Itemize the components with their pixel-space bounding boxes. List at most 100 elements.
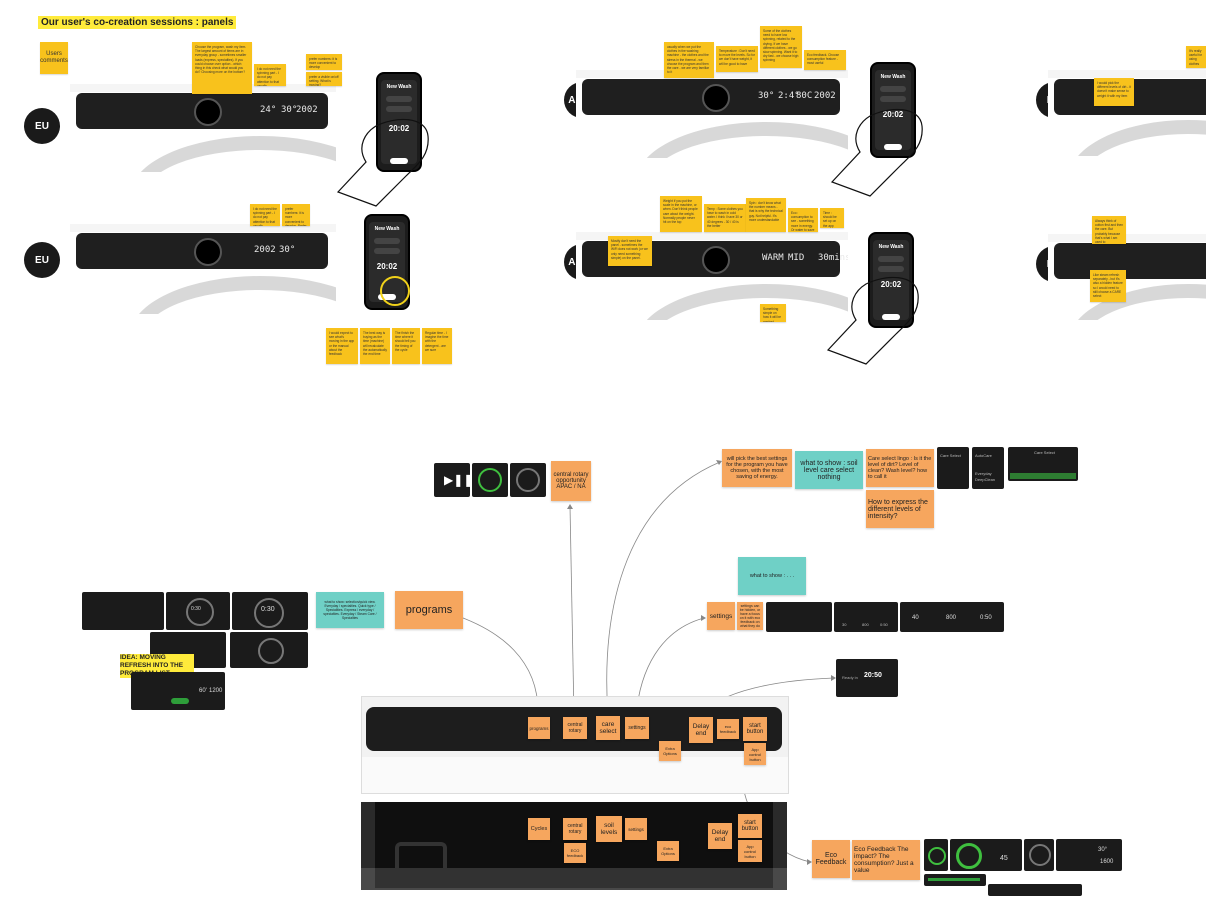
settings-tile-2: 30 800 0:50: [834, 602, 898, 632]
programs-note: programs: [395, 591, 463, 629]
apac-note-7: Temp : Some clothes you have to wash in …: [704, 204, 746, 232]
eu-phone-note-4: Regular time - I imagine the time with t…: [422, 328, 452, 364]
phone-title-2: New Wash: [374, 226, 400, 232]
programs-tile-1: [82, 592, 164, 630]
apac-note-6: Weight if you put the scale in the machi…: [660, 196, 702, 232]
apac2-temp-readout: WARM: [762, 253, 784, 263]
region-badge-eu-2: EU: [24, 242, 60, 278]
panel2-settings: settings: [625, 818, 647, 840]
phone-title-4: New Wash: [878, 244, 904, 250]
eu-note-3: prefer numbers: it is more convenient to…: [306, 54, 342, 70]
play-pause-tile: ▶❚❚: [434, 463, 470, 497]
eco2-value: 45: [1000, 855, 1008, 862]
panel2-eco-feedback: ECO feedback: [564, 843, 586, 863]
central-rotary-note: central rotary opportunity APAC / NA: [551, 461, 591, 501]
autocare-tile: AutoCare Everyday DeepClean: [972, 447, 1004, 489]
panel1-care-select: care select: [596, 716, 620, 740]
eu1-time-readout: 2002: [296, 105, 318, 115]
panel2-soil-levels: soil levels: [596, 816, 622, 842]
eco-tile-4: 30° 1600: [1056, 839, 1122, 871]
settings-detail-note: settings can be hidden, or have a focus …: [737, 602, 763, 630]
eu-note-1: Choose the program, wash my item. The la…: [192, 42, 252, 94]
apac-note-10: Time : should be set up on the app: [820, 208, 844, 228]
ready-in-tile: Ready in 20:50: [836, 659, 898, 697]
care-selection-tile: Care Select: [937, 447, 969, 489]
panel2-central-rotary: central rotary: [563, 818, 587, 840]
washer-panel-eu-1: 24° 30° 2002: [70, 84, 336, 172]
settings3-value-2: 800: [946, 615, 957, 621]
panel2-app-control: App control button: [738, 840, 762, 862]
apac2-spin-readout: MID: [788, 253, 805, 263]
settings2-value-3: 0:50: [880, 622, 888, 627]
control-panel-2: [361, 802, 787, 890]
eco-tile-1: [924, 839, 948, 871]
care-select-label: Care Select: [940, 453, 961, 458]
programs6-spin: 1200: [209, 688, 223, 694]
eu1-spin-readout: 30°: [281, 105, 298, 115]
play-pause-icon: ▶❚❚: [444, 473, 470, 487]
ready-in-time: 20:50: [864, 672, 882, 679]
phone-title: New Wash: [386, 84, 412, 90]
settings2-value-1: 30: [842, 622, 847, 627]
everyday-label: Everyday: [975, 471, 992, 476]
highlight-circle: [380, 276, 410, 306]
eu-note-2: I do not need the spinning part - I do n…: [254, 64, 286, 86]
eu-note-5: I do not need the spinning part - I do n…: [250, 204, 280, 226]
na-note-2: I would pick the different levels of dir…: [1094, 78, 1134, 106]
apac-note-5: Mostly don't need the panel - sometimes …: [608, 236, 652, 266]
panel1-programs: programs: [528, 717, 550, 739]
washer-panel-eu-2: 2002 30°: [70, 224, 336, 314]
care-best-settings-note: will pick the best settings for the prog…: [722, 449, 792, 487]
eu-phone-note-1: I would expect to see what's moving in t…: [326, 328, 358, 364]
programs-tile-6: 60' 1200: [131, 672, 225, 710]
care-select-icons-tile: Care Select: [1008, 447, 1078, 481]
panel2-start-button: start button: [738, 814, 762, 838]
hand-drawing-eu-1: [336, 118, 429, 207]
apac1-time2-readout: 2002: [814, 91, 836, 101]
panel1-extra-options: Extra Options: [659, 741, 681, 761]
hand-drawing-apac-2: [826, 276, 919, 365]
autocare-label: AutoCare: [975, 453, 992, 458]
eco-tile-2: 45: [950, 839, 1022, 871]
washer-panel-na-2: [1048, 234, 1206, 320]
settings-tile-1: [766, 602, 832, 632]
apac-note-8: Spin : don't know what the number means …: [746, 198, 786, 232]
page-title: Our user's co-creation sessions : panels: [38, 16, 237, 29]
eco4-spin: 1600: [1100, 859, 1114, 865]
eco-tile-5: [924, 874, 986, 886]
na-note-4: Like steam refresh separately - but it's…: [1090, 270, 1126, 302]
programs6-time: 60': [199, 688, 207, 694]
rotary-tile-2: [510, 463, 546, 497]
panel1-delay-end: Delay end: [689, 717, 713, 743]
phone-time-4: 20:02: [880, 280, 902, 289]
region-badge-eu-1: EU: [24, 108, 60, 144]
eco-feedback-note: Eco Feedback The impact? The consumption…: [852, 840, 920, 880]
hand-drawing-apac-1: [830, 108, 923, 197]
eu-note-4: prefer a visible on/off setting. What is…: [306, 72, 342, 86]
panel2-extra-options: Extra Options: [657, 841, 679, 861]
phone-time-3: 20:02: [882, 110, 904, 119]
apac2-time-readout: 30mins: [818, 253, 848, 263]
rotary-tile-1: [472, 463, 508, 497]
eco-tile-6: [988, 884, 1082, 896]
settings2-value-2: 800: [862, 622, 869, 627]
apac-note-3: Some of the clothes need to have low spi…: [760, 26, 802, 68]
eco4-temp: 30°: [1098, 847, 1108, 853]
settings-tile-3: 40 800 0:50: [900, 602, 1004, 632]
phone-eu-1: New Wash 20:02: [376, 72, 422, 172]
phone-title-3: New Wash: [880, 74, 906, 80]
settings-note: settings: [707, 602, 735, 630]
apac1-spin-readout: 2:4°: [778, 91, 800, 101]
apac-note-2: Temperature : Don't need to move the lev…: [716, 46, 758, 72]
eco-feedback-label-note: Eco Feedback: [812, 840, 850, 878]
panel1-eco-feedback: eco feedback: [717, 719, 739, 739]
programs-tile-2: 0:30: [166, 592, 230, 630]
settings3-value-3: 0:50: [980, 615, 992, 621]
programs2-time: 0:30: [191, 606, 201, 612]
how-express-note: How to express the different levels of i…: [866, 490, 934, 528]
apac-note-11: Something simple on how it will be washe…: [760, 304, 786, 322]
panel1-start-button: start button: [743, 717, 767, 741]
panel2-cycles: Cycles: [528, 818, 550, 840]
deepclean-label: DeepClean: [975, 477, 996, 482]
panel1-central-rotary: central rotary: [563, 717, 587, 739]
